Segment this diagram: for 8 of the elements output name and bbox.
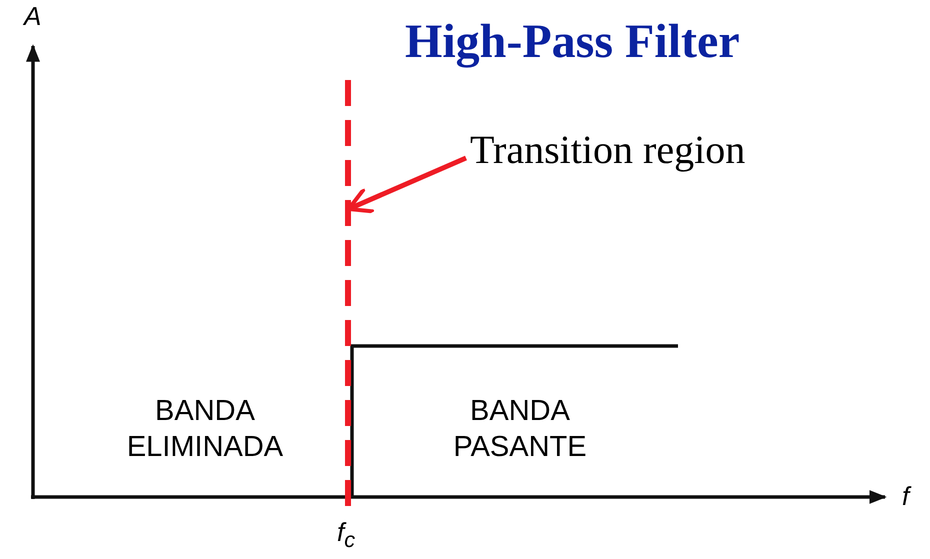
- callout-text: Transition region: [470, 128, 746, 172]
- title: High-Pass Filter: [405, 16, 740, 69]
- band-label: BANDA ELIMINADA: [126, 394, 284, 466]
- band-label: BANDA PASANTE: [452, 394, 588, 466]
- axis-label: A: [24, 2, 42, 31]
- cutoff-frequency-label: f$_{c}$: [337, 518, 356, 552]
- axis-label: f: [902, 482, 910, 511]
- cutoff-line: [345, 80, 351, 506]
